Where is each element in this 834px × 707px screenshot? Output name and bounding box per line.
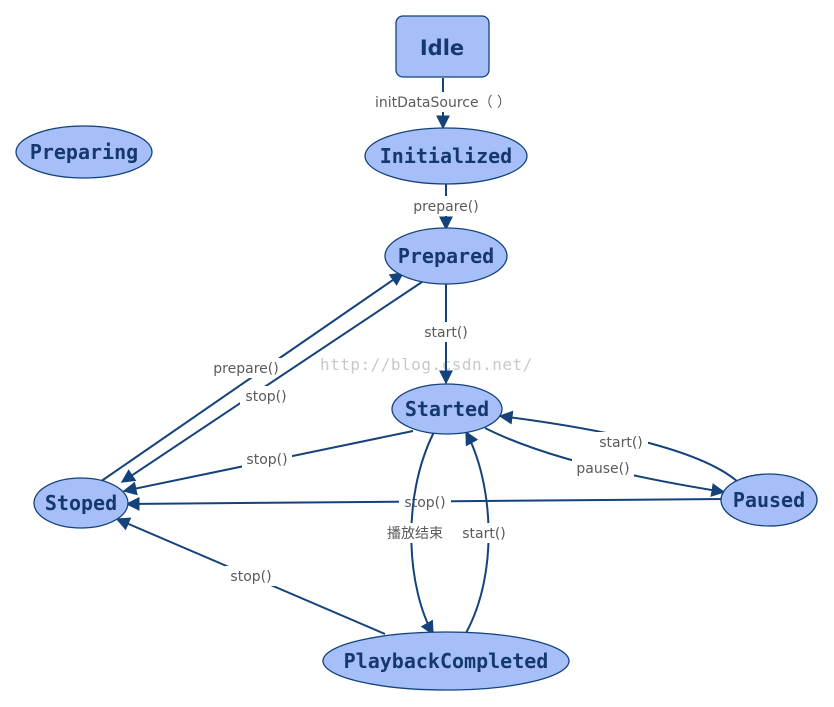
state-playback-completed-label: PlaybackCompleted xyxy=(344,649,549,673)
watermark: http://blog.csdn.net/ xyxy=(320,355,533,374)
edge-label-start-from-paused: start() xyxy=(599,435,643,451)
edges: initDataSource（ ） prepare() start() prep… xyxy=(99,78,739,636)
state-prepared: Prepared xyxy=(384,227,508,285)
state-preparing: Preparing xyxy=(15,125,153,179)
edge-label-stop-from-paused: stop() xyxy=(404,495,445,511)
edge-label-playback-end: 播放结束 xyxy=(387,526,443,542)
state-playback-completed: PlaybackCompleted xyxy=(322,631,570,691)
state-started: Started xyxy=(391,383,503,435)
state-prepared-label: Prepared xyxy=(398,244,494,268)
edge-label-start-from-completed: start() xyxy=(462,526,506,542)
state-stoped-label: Stoped xyxy=(45,491,117,515)
state-initialized: Initialized xyxy=(364,127,528,185)
state-idle: Idle xyxy=(395,15,490,78)
state-preparing-label: Preparing xyxy=(30,140,138,164)
state-stoped: Stoped xyxy=(33,477,129,529)
state-paused: Paused xyxy=(720,473,818,527)
edge-label-pause: pause() xyxy=(576,461,629,477)
edge-label-stop-from-started: stop() xyxy=(246,452,287,468)
edge-paused-to-started xyxy=(498,410,739,483)
edge-label-prepare-from-stoped: prepare() xyxy=(213,361,278,377)
edge-label-prepare: prepare() xyxy=(413,199,478,215)
state-started-label: Started xyxy=(405,397,489,421)
state-initialized-label: Initialized xyxy=(380,144,512,168)
edge-prepared-to-stoped xyxy=(120,281,423,483)
edge-label-start: start() xyxy=(424,325,468,341)
nodes: Idle Initialized Preparing Prepared Star… xyxy=(15,15,818,691)
edge-label-stop-from-prepared: stop() xyxy=(245,389,286,405)
state-idle-label: Idle xyxy=(420,36,464,60)
edge-label-stop-from-completed: stop() xyxy=(230,569,271,585)
state-paused-label: Paused xyxy=(733,488,805,512)
edge-label-init-data-source: initDataSource（ ） xyxy=(375,95,511,111)
